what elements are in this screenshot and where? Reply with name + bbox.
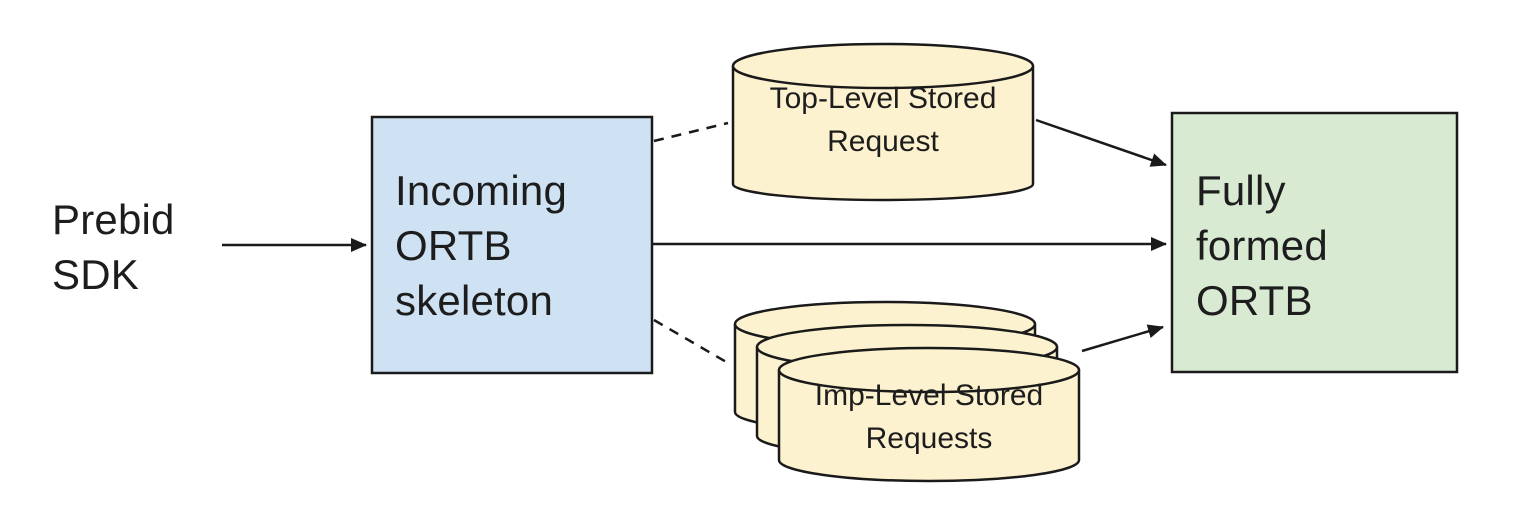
imp-stored-cylinder-front-body (777, 370, 1081, 483)
incoming-ortb-skeleton-box (370, 115, 654, 375)
fully-formed-ortb-label: Fully formed ORTB (1196, 167, 1328, 324)
top-stored-request-cylinder-top (731, 42, 1035, 90)
edge-top-stored-to-fully-formed (1035, 118, 1167, 167)
imp-stored-requests-label: Imp-Level Stored Requests (814, 379, 1044, 455)
imp-stored-cylinder-front-top (777, 346, 1081, 394)
incoming-ortb-skeleton-label: Incoming ORTB skeleton (395, 167, 568, 324)
nodes-group (370, 42, 1459, 483)
fully-formed-ortb-box (1170, 111, 1459, 374)
top-stored-request-label: Top-Level Stored Request (769, 82, 997, 158)
top-stored-request-cylinder-body (731, 66, 1035, 202)
edges-group (222, 118, 1167, 365)
edge-skeleton-to-imp-stored-dashed (653, 318, 729, 365)
edge-imp-stored-to-fully-formed (1081, 324, 1164, 353)
edge-skeleton-to-top-stored-dashed (653, 121, 729, 143)
prebid-sdk-label: Prebid SDK (52, 196, 175, 298)
